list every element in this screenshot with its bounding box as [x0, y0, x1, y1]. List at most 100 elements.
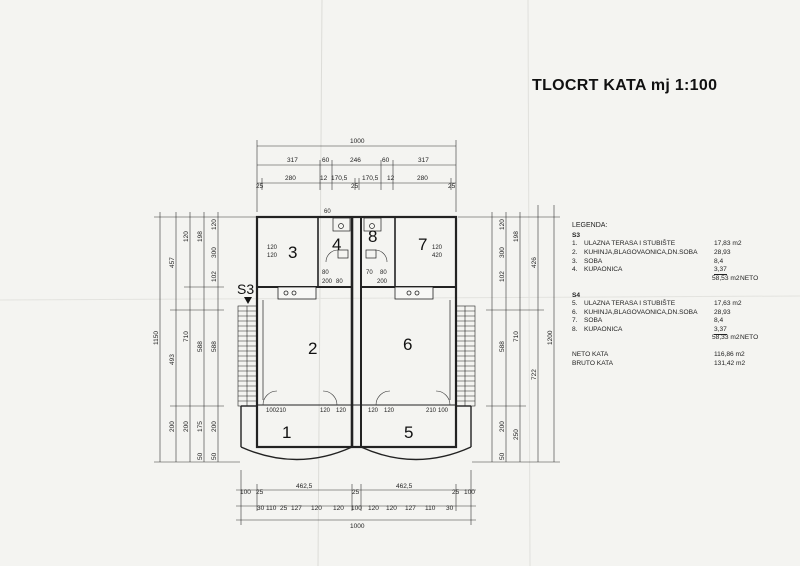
- opening-label: 80: [322, 270, 329, 276]
- dim-label: 588: [211, 341, 218, 352]
- dim-label: 60: [382, 157, 390, 164]
- legend-subtotal-value: 58,33 m2: [712, 334, 740, 342]
- opening-label: 210: [426, 408, 437, 414]
- dim-label: 710: [513, 331, 520, 342]
- room-number-3: 3: [288, 243, 297, 262]
- dim-label: 250: [513, 429, 520, 440]
- dim-label: 25: [280, 505, 288, 512]
- dim-top-total: 1000: [350, 138, 365, 145]
- right-dimensions: [458, 205, 560, 463]
- dim-label: 200: [169, 421, 176, 432]
- dim-label: 127: [405, 505, 416, 512]
- legend-header: LEGENDA:: [572, 222, 608, 229]
- dim-label: 110: [425, 505, 436, 512]
- opening-label: 120: [336, 408, 347, 414]
- legend-row-number: 8.: [572, 325, 578, 333]
- legend-neto-label: NETO KATA: [572, 351, 609, 359]
- bottom-dimensions: [236, 470, 476, 525]
- dim-label: 300: [211, 247, 218, 258]
- legend-row-number: 6.: [572, 308, 578, 316]
- legend-bruto-label: BRUTO KATA: [572, 360, 614, 368]
- dim-label: 426: [531, 257, 538, 268]
- stairs-left: [237, 305, 258, 407]
- legend-row-number: 5.: [572, 299, 578, 307]
- opening-label: 210: [276, 408, 287, 414]
- legend-row: 5. ULAZNA TERASA I STUBIŠTE 17,63 m2: [572, 300, 772, 309]
- legend-row-value: 17,63 m2: [714, 299, 742, 307]
- dim-label: 120: [386, 505, 397, 512]
- dim-label: 120: [368, 505, 379, 512]
- legend-row-value: 3,37: [714, 266, 727, 276]
- legend-row-label: KUPAONICA: [584, 325, 623, 333]
- legend-row-value: 28,93: [714, 308, 731, 316]
- dim-label: 25: [256, 489, 264, 496]
- legend-row-value: 8,4: [714, 257, 724, 265]
- legend-row-label: KUHINJA,BLAGOVAONICA,DN.SOBA: [584, 308, 698, 316]
- legend-row-number: 2.: [572, 249, 578, 256]
- dim-label: 280: [417, 175, 428, 182]
- balcony-outline: [240, 405, 472, 461]
- dim-label: 493: [169, 354, 176, 365]
- section-marker-s3: S3: [237, 281, 254, 297]
- dim-label: 120: [183, 231, 190, 242]
- dim-label: 170,5: [331, 175, 348, 182]
- legend-bruto-value: 131,42 m2: [714, 360, 746, 368]
- dim-label: 30: [257, 505, 265, 512]
- room-number-2: 2: [308, 339, 317, 358]
- dim-label: 100: [240, 489, 251, 496]
- opening-label: 100: [438, 408, 449, 414]
- dim-label: 170,5: [362, 175, 379, 182]
- dim-label: 198: [197, 231, 204, 242]
- legend-row: 8. KUPAONICA 3,37: [572, 326, 772, 335]
- legend-row-label: KUHINJA,BLAGOVAONICA,DN.SOBA: [584, 249, 698, 256]
- dim-label: 462,5: [296, 483, 313, 490]
- dim-label: 462,5: [396, 483, 413, 490]
- opening-label: 80: [336, 279, 343, 285]
- room-number-5: 5: [404, 423, 413, 442]
- dim-label: 200: [211, 421, 218, 432]
- legend-row-value: 28,93: [714, 249, 731, 256]
- opening-label: 120: [267, 253, 278, 259]
- opening-label: 120: [384, 408, 395, 414]
- legend-row-label: SOBA: [584, 257, 603, 265]
- legend-row-value: 8,4: [714, 317, 724, 325]
- opening-label: 70: [366, 270, 373, 276]
- legend-row-number: 7.: [572, 317, 578, 325]
- dim-label: 710: [183, 331, 190, 342]
- opening-label: 120: [320, 408, 331, 414]
- dim-label: 25: [452, 489, 460, 496]
- dim-label: 127: [291, 505, 302, 512]
- dim-label: 200: [499, 421, 506, 432]
- dim-label: 120: [211, 219, 218, 230]
- legend-row: 6. KUHINJA,BLAGOVAONICA,DN.SOBA 28,93: [572, 309, 772, 318]
- legend-row-number: 1.: [572, 240, 578, 248]
- dim-label: 588: [197, 341, 204, 352]
- dim-left-total: 1150: [153, 331, 160, 345]
- dim-label: 198: [513, 231, 520, 242]
- legend-bruto-row: BRUTO KATA 131,42 m2: [572, 360, 772, 369]
- room-number-7: 7: [418, 235, 427, 254]
- legend-row-label: ULAZNA TERASA I STUBIŠTE: [584, 299, 676, 307]
- legend-row-value: 3,37: [714, 326, 727, 335]
- legend-row: 2. KUHINJA,BLAGOVAONICA,DN.SOBA 28,93: [572, 249, 772, 258]
- opening-label: 120: [267, 245, 278, 251]
- door-swings: [262, 249, 451, 406]
- dim-label: 457: [169, 257, 176, 268]
- opening-label: 80: [380, 270, 387, 276]
- dim-label: 120: [499, 219, 506, 230]
- legend-row-label: KUPAONICA: [584, 266, 623, 274]
- dim-bottom-total: 1000: [350, 523, 365, 530]
- opening-label: 60: [324, 209, 331, 215]
- dim-label: 102: [211, 271, 218, 282]
- legend-group-name: S4: [572, 291, 581, 299]
- stairs-right: [455, 305, 476, 407]
- legend-row-value: 17,83 m2: [714, 240, 742, 248]
- paper-fold-line: [527, 0, 531, 566]
